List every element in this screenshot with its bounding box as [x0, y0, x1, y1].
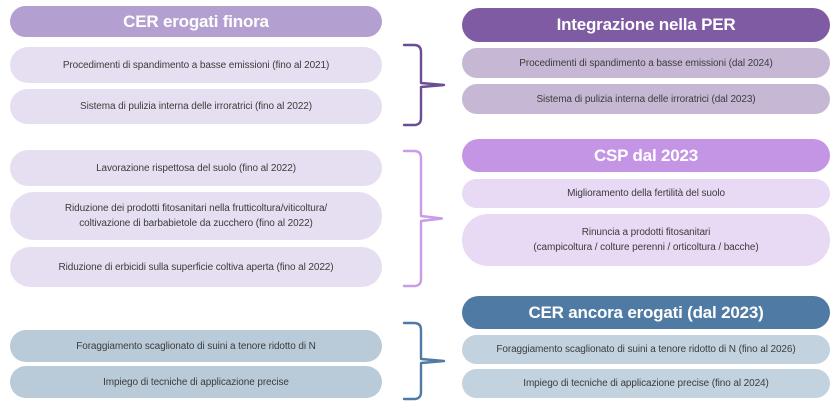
measure-miglioramento-fertilita: Miglioramento della fertilità del suolo	[462, 179, 830, 208]
header-csp-dal-2023: CSP dal 2023	[462, 139, 830, 172]
left-column-header: CER erogati finora	[10, 6, 382, 37]
brace-csp-icon	[402, 149, 444, 288]
measure-pulizia-dal-2023: Sistema di pulizia interna delle irrorat…	[462, 84, 830, 114]
measure-riduzione-fitosanitari: Riduzione dei prodotti fitosanitari nell…	[10, 192, 382, 240]
measure-tecniche-fino-2024: Impiego di tecniche di applicazione prec…	[462, 369, 830, 398]
header-integrazione-per: Integrazione nella PER	[462, 8, 830, 42]
measure-foraggiamento-suini: Foraggiamento scaglionato di suini a ten…	[10, 330, 382, 362]
measure-riduzione-erbicidi: Riduzione di erbicidi sulla superficie c…	[10, 247, 382, 287]
brace-per-icon	[402, 43, 446, 127]
measure-rinuncia-fitosanitari: Rinuncia a prodotti fitosanitari (campic…	[462, 214, 830, 266]
measure-foraggiamento-fino-2026: Foraggiamento scaglionato di suini a ten…	[462, 335, 830, 364]
header-cer-ancora-erogati: CER ancora erogati (dal 2023)	[462, 296, 830, 329]
measure-spandimento-dal-2024: Procedimenti di spandimento a basse emis…	[462, 48, 830, 78]
measure-lavorazione-suolo: Lavorazione rispettosa del suolo (fino a…	[10, 150, 382, 186]
brace-cer-icon	[402, 321, 446, 401]
measure-pulizia-irroratrici-fino-2022: Sistema di pulizia interna delle irrorat…	[10, 89, 382, 124]
measure-spandimento-fino-2021: Procedimenti di spandimento a basse emis…	[10, 47, 382, 83]
measure-tecniche-precise: Impiego di tecniche di applicazione prec…	[10, 366, 382, 398]
